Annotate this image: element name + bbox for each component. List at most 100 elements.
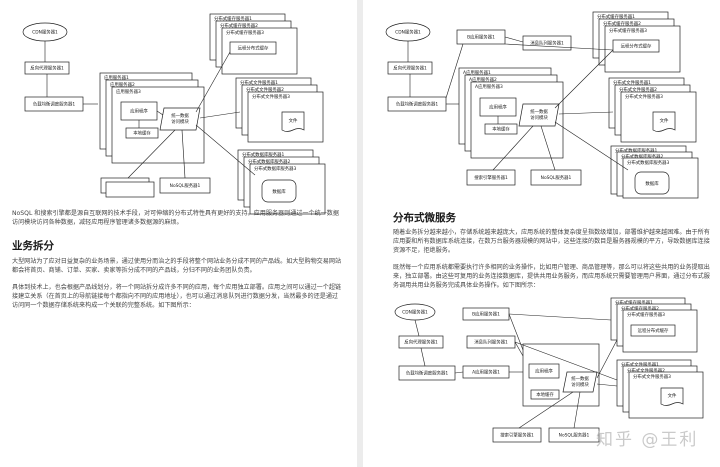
remote-cache-label: 远程分布式缓存 [238,45,269,52]
dist-file-1-label: 分布式文件服务器1 [621,361,659,368]
heading-business-split: 业务拆分 [12,240,54,252]
dist-file-2-label: 分布式文件服务器2 [246,86,284,93]
dist-file-3-label: 分布式文件服务器3 [633,373,671,380]
unified-access-label-1: 统一数据 [571,375,589,382]
dist-cache-1-label: 分布式缓存服务器1 [615,299,653,306]
dist-db-2-label: 分布式数据库服务器2 [621,153,664,160]
paragraph-business-split-1: 大型网站为了应对日益复杂的业务场景，通过使用分而治之的手段将整个网站业务分成不同… [12,258,342,274]
database-label: 数据库 [645,180,659,187]
cdn-label: CDN服务器1 [402,309,428,316]
remote-cache-box [630,324,676,337]
dist-file-2-label: 分布式文件服务器2 [627,367,665,374]
b-app-server-label: B应用服务器1 [467,34,495,41]
file-label: 文件 [289,117,298,124]
dist-db-3-label: 分布式数据库服务器3 [254,165,297,172]
dist-file-1-label: 分布式文件服务器1 [240,79,278,86]
remote-cache-label: 远程分布式缓存 [621,43,652,50]
search-engine-label: 搜索引擎服务器1 [474,174,508,181]
nosql-label: NoSQL服务器1 [559,432,590,439]
file-label: 文件 [660,117,669,124]
load-balancer-label: 负载均衡调度服务器1 [406,370,449,377]
unified-access-label-2: 访问模块 [571,381,589,388]
local-cache-box [125,127,159,139]
reverse-proxy-label: 反向代理服务器1 [393,65,427,72]
file-icon [281,111,305,132]
local-cache-label: 本地缓存 [133,130,151,137]
mq-server-node [522,35,572,51]
dist-db-2-label: 分布式数据库服务器2 [248,158,291,165]
file-label: 文件 [668,392,677,399]
database-icon [634,171,670,195]
architecture-diagram-left: CDN服务器1 反向代理服务器1 负载均衡调度服务器1 应用服务器1 应用服务器… [22,13,326,215]
paragraph-business-split-2: 具体到技术上，也会根据产品线划分，将一个网站拆分成许多不同的应用，每个应用独立部… [12,284,342,309]
dist-cache-3-label: 分布式缓存服务器3 [226,29,264,36]
local-cache-box [530,389,560,400]
dist-cache-2-label: 分布式缓存服务器2 [621,305,659,312]
reverse-proxy-label: 反向代理服务器1 [30,65,64,72]
watermark-text: 知乎 @王利 [596,430,699,450]
architecture-diagram-right-top: CDN服务器1 反向代理服务器1 负载均衡调度服务器1 B应用服务器1 消息队列… [385,11,699,199]
unified-access-module [518,103,560,127]
unified-access-module [159,107,201,131]
cdn-label: CDN服务器1 [32,29,58,36]
dist-cache-3-label: 分布式缓存服务器3 [609,27,647,34]
dist-cache-1-label: 分布式缓存服务器1 [214,15,252,22]
load-balancer-label: 负载均衡调度服务器1 [33,101,76,108]
app-program-label: 应用程序 [130,108,148,115]
database-icon [261,179,297,203]
paragraph-microservices-1: 随着业务拆分越来越小，存储系统越来越庞大，应用系统的整体复杂度呈指数级增加，部署… [393,229,710,254]
b-app-server-label: B应用服务器1 [472,311,500,318]
page-gutter [357,0,363,467]
reverse-proxy-label: 反向代理服务器1 [404,339,438,346]
app-program-label: 应用程序 [489,104,507,111]
nosql-node [530,169,582,186]
app-server-2-label: 应用服务器2 [110,81,135,88]
app-program-box [528,363,560,379]
unified-access-label-1: 统一数据 [530,108,548,115]
file-icon [660,387,684,406]
search-engine-node [466,169,516,186]
remote-cache-box [612,39,660,53]
dist-cache-2-label: 分布式缓存服务器2 [603,20,641,27]
dist-file-3-label: 分布式文件服务器3 [252,93,290,100]
heading-distributed-microservices: 分布式微服务 [393,212,456,224]
unified-access-label-2: 访问模块 [171,118,189,125]
a-app-server-3-label: A应用服务器3 [475,83,503,90]
dist-cache-2-label: 分布式缓存服务器2 [220,22,258,29]
local-cache-label: 本地缓存 [536,391,554,398]
load-balancer-label: 负载均衡调度服务器1 [396,101,439,108]
dist-file-3-label: 分布式文件服务器3 [625,93,663,100]
search-engine-label: 搜索引擎服务器1 [500,432,534,439]
remote-cache-label: 远程分布式缓存 [638,327,669,334]
unified-access-label-1: 统一数据 [171,112,189,119]
dist-file-1-label: 分布式文件服务器1 [613,79,651,86]
unified-access-label-2: 访问模块 [530,114,548,121]
architecture-diagram-right-bottom: CDN服务器1 B应用服务器1 反向代理服务器1 消息队列服务器1 负载均衡调度… [394,297,704,443]
nosql-label: NoSQL服务器1 [170,182,201,189]
app-program-label: 应用程序 [535,368,553,375]
mq-server-label: 消息队列服务器1 [530,40,564,47]
right-page: CDN服务器1 反向代理服务器1 负载均衡调度服务器1 B应用服务器1 消息队列… [363,0,720,467]
nosql-label: NoSQL服务器1 [541,174,572,181]
unified-access-module [562,371,598,393]
paragraph-microservices-2: 既然每一个应用系统都需要执行许多相同的业务操作，比如用户管理、商品管理等，那么可… [393,264,710,289]
dist-cache-3-label: 分布式缓存服务器3 [627,311,665,318]
app-server-3-label: 应用服务器3 [116,88,141,95]
database-label: 数据库 [272,188,286,195]
local-cache-box [484,123,518,135]
dist-db-3-label: 分布式数据库服务器3 [627,159,670,166]
search-engine-node [492,427,542,443]
remote-cache-box [229,41,277,55]
a-app-server-2-label: A应用服务器2 [469,76,497,83]
app-server-1-label: 应用服务器1 [104,74,129,81]
a-app-server-1-label: A应用服务器1 [463,69,491,76]
paragraph-nosql: NoSQL 和搜索引擎都是源自互联网的技术手段，对可伸缩的分布式特性具有更好的支… [12,210,339,226]
dist-cache-1-label: 分布式缓存服务器1 [597,13,635,20]
left-page: CDN服务器1 反向代理服务器1 负载均衡调度服务器1 应用服务器1 应用服务器… [0,0,357,467]
dist-db-1-label: 分布式数据库服务器1 [242,151,285,158]
search-engine-node-back [105,181,155,198]
cdn-label: CDN服务器1 [395,29,421,36]
dist-file-2-label: 分布式文件服务器2 [619,86,657,93]
local-cache-label: 本地缓存 [492,126,510,133]
mq-server-label: 消息队列服务器1 [474,339,508,346]
